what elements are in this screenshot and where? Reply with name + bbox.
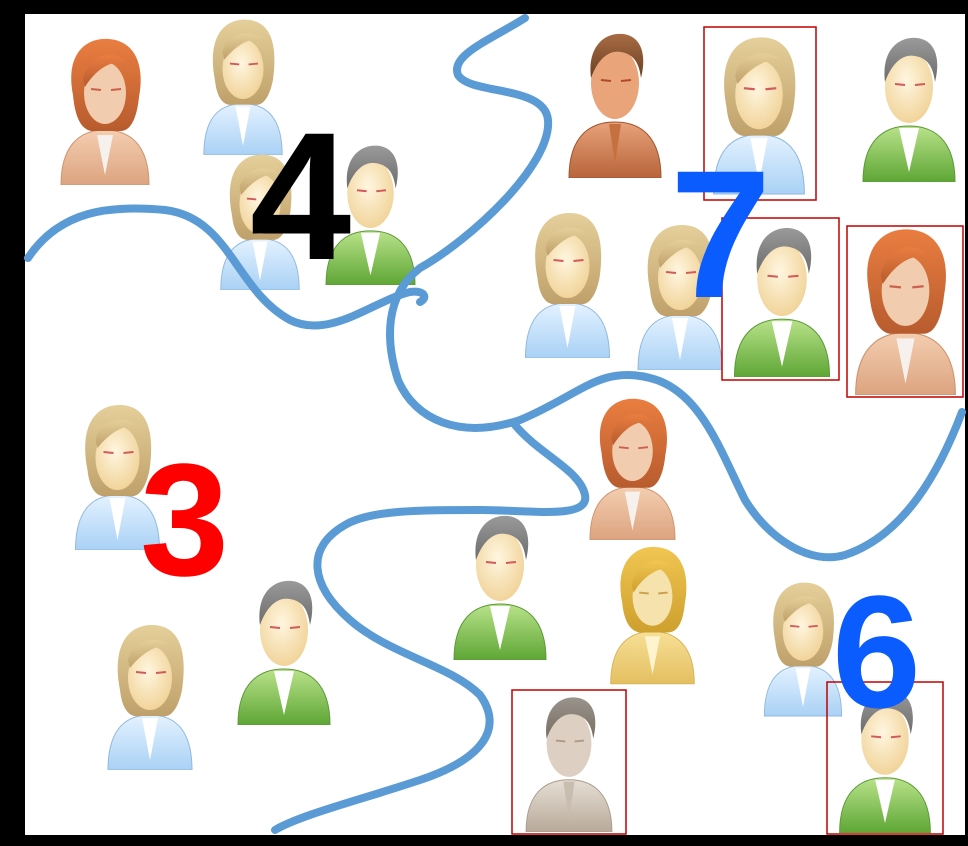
region-label-7: 7 — [670, 143, 771, 325]
person-icon-p14 — [454, 516, 546, 660]
person-icon-p15 — [611, 547, 695, 684]
person-icon-p1 — [61, 39, 149, 185]
region-label-3: 3 — [140, 440, 229, 600]
person-icon-p17 — [108, 625, 192, 770]
person-icon-p11 — [856, 229, 956, 395]
person-icon-p8 — [526, 213, 610, 358]
person-icon-p13 — [590, 399, 675, 540]
person-icon-p19 — [526, 697, 612, 832]
region-label-4: 4 — [250, 105, 351, 287]
person-icon-p16 — [238, 581, 330, 725]
person-icon-p18 — [764, 583, 841, 716]
region-label-6: 6 — [832, 572, 921, 732]
person-icon-p5 — [569, 34, 661, 178]
person-icon-p7 — [863, 38, 955, 182]
